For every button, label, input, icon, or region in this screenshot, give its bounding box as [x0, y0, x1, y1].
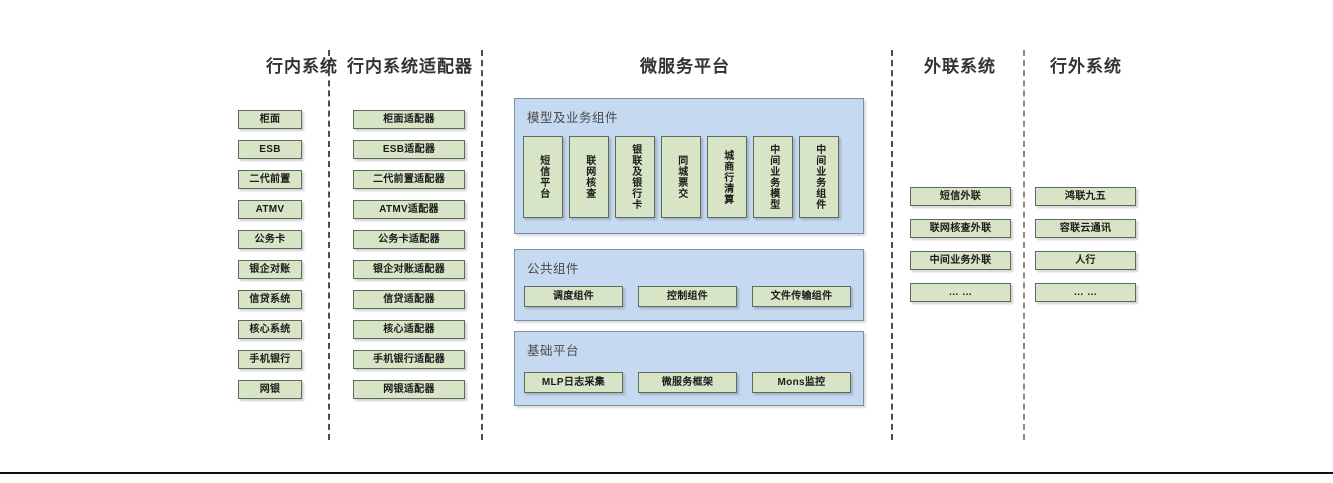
node-internal-systems-6[interactable]: 信贷系统 — [238, 290, 302, 309]
node-model-business-components-2[interactable]: 银联及银行卡 — [615, 136, 655, 218]
node-public-components-1[interactable]: 控制组件 — [638, 286, 737, 307]
node-internal-system-adapters-3[interactable]: ATMV适配器 — [353, 200, 465, 219]
node-internal-system-adapters-0[interactable]: 柜面适配器 — [353, 110, 465, 129]
node-internal-system-adapters-1[interactable]: ESB适配器 — [353, 140, 465, 159]
panel-label-base-platform: 基础平台 — [527, 344, 580, 358]
node-internal-system-adapters-8[interactable]: 手机银行适配器 — [353, 350, 465, 369]
divider-2 — [481, 50, 483, 440]
node-internal-systems-9[interactable]: 网银 — [238, 380, 302, 399]
node-internal-systems-4[interactable]: 公务卡 — [238, 230, 302, 249]
node-internal-systems-2[interactable]: 二代前置 — [238, 170, 302, 189]
node-outside-bank-systems-1[interactable]: 容联云通讯 — [1035, 219, 1136, 238]
node-internal-systems-1[interactable]: ESB — [238, 140, 302, 159]
panel-label-public-components: 公共组件 — [527, 262, 580, 276]
node-external-link-systems-3[interactable]: … … — [910, 283, 1011, 302]
node-outside-bank-systems-3[interactable]: … … — [1035, 283, 1136, 302]
node-model-business-components-3[interactable]: 同城票交 — [661, 136, 701, 218]
node-internal-systems-8[interactable]: 手机银行 — [238, 350, 302, 369]
node-model-business-components-6[interactable]: 中间业务组件 — [799, 136, 839, 218]
divider-1 — [328, 50, 330, 440]
node-internal-system-adapters-4[interactable]: 公务卡适配器 — [353, 230, 465, 249]
column-title-internal-system-adapters: 行内系统适配器 — [347, 57, 473, 76]
node-model-business-components-1[interactable]: 联网核查 — [569, 136, 609, 218]
node-external-link-systems-2[interactable]: 中间业务外联 — [910, 251, 1011, 270]
column-title-microservice-platform: 微服务平台 — [640, 57, 730, 76]
node-internal-systems-5[interactable]: 银企对账 — [238, 260, 302, 279]
node-internal-system-adapters-5[interactable]: 银企对账适配器 — [353, 260, 465, 279]
panel-base-platform: 基础平台 — [514, 331, 864, 406]
node-model-business-components-5[interactable]: 中间业务模型 — [753, 136, 793, 218]
node-internal-system-adapters-6[interactable]: 信贷适配器 — [353, 290, 465, 309]
column-title-outside-bank-systems: 行外系统 — [1050, 57, 1122, 76]
node-internal-system-adapters-2[interactable]: 二代前置适配器 — [353, 170, 465, 189]
node-internal-system-adapters-9[interactable]: 网银适配器 — [353, 380, 465, 399]
node-internal-system-adapters-7[interactable]: 核心适配器 — [353, 320, 465, 339]
node-outside-bank-systems-2[interactable]: 人行 — [1035, 251, 1136, 270]
column-title-external-link-systems: 外联系统 — [924, 57, 996, 76]
panel-label-model-business-components: 模型及业务组件 — [527, 111, 619, 125]
node-base-platform-1[interactable]: 微服务框架 — [638, 372, 737, 393]
bottom-rule — [0, 472, 1333, 474]
panel-public-components: 公共组件 — [514, 249, 864, 321]
node-internal-systems-3[interactable]: ATMV — [238, 200, 302, 219]
column-title-internal-systems: 行内系统 — [266, 57, 338, 76]
node-external-link-systems-0[interactable]: 短信外联 — [910, 187, 1011, 206]
node-base-platform-0[interactable]: MLP日志采集 — [524, 372, 623, 393]
divider-4 — [1023, 50, 1025, 440]
node-model-business-components-0[interactable]: 短信平台 — [523, 136, 563, 218]
node-internal-systems-0[interactable]: 柜面 — [238, 110, 302, 129]
node-internal-systems-7[interactable]: 核心系统 — [238, 320, 302, 339]
node-outside-bank-systems-0[interactable]: 鸿联九五 — [1035, 187, 1136, 206]
node-model-business-components-4[interactable]: 城商行清算 — [707, 136, 747, 218]
node-base-platform-2[interactable]: Mons监控 — [752, 372, 851, 393]
divider-3 — [891, 50, 893, 440]
node-public-components-0[interactable]: 调度组件 — [524, 286, 623, 307]
node-external-link-systems-1[interactable]: 联网核查外联 — [910, 219, 1011, 238]
node-public-components-2[interactable]: 文件传输组件 — [752, 286, 851, 307]
